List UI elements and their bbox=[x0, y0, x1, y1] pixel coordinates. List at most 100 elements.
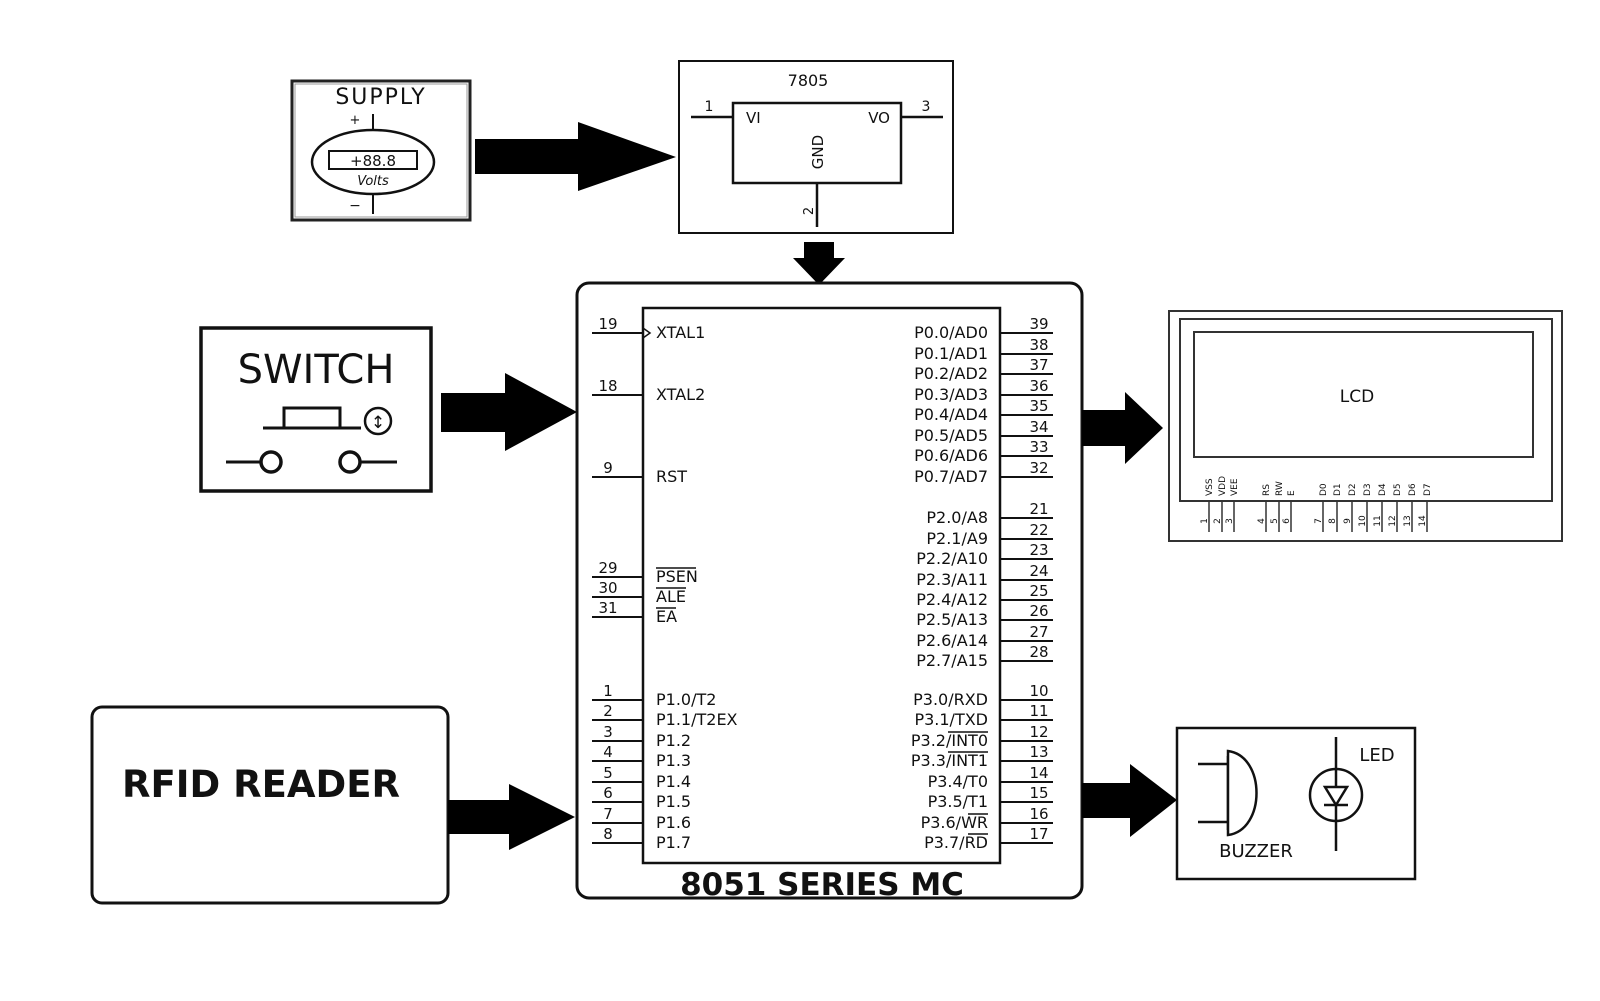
mcu-pin-name: P0.5/AD5 bbox=[914, 426, 988, 445]
regulator-gnd-label: GND bbox=[809, 135, 827, 169]
arrow-switch-to-mcu bbox=[441, 373, 577, 451]
mcu-pin-number: 34 bbox=[1029, 418, 1048, 436]
mcu-pin-number: 9 bbox=[603, 459, 613, 477]
regulator-part: 7805 bbox=[788, 71, 829, 90]
lcd-pin-name: D7 bbox=[1423, 483, 1433, 496]
mcu-pin-name: XTAL2 bbox=[656, 385, 705, 404]
mcu-pin-name: P2.7/A15 bbox=[916, 651, 988, 670]
rfid-title: RFID READER bbox=[122, 763, 400, 806]
supply-block: SUPPLY + +88.8 Volts − bbox=[290, 79, 472, 222]
mcu-pin-number: 26 bbox=[1029, 602, 1048, 620]
led-icon bbox=[1308, 737, 1364, 851]
mcu-pin-number: 29 bbox=[598, 559, 617, 577]
mcu-pin-name: P1.1/T2EX bbox=[656, 710, 738, 729]
mcu-pin-number: 30 bbox=[598, 579, 617, 597]
voltmeter-unit: Volts bbox=[357, 174, 389, 189]
mcu-pin-number: 38 bbox=[1029, 336, 1048, 354]
regulator-pin-in-name: VI bbox=[746, 109, 761, 127]
switch-right-contact bbox=[338, 450, 362, 474]
mcu-pin-number: 17 bbox=[1029, 825, 1048, 843]
arrow-supply-to-regulator bbox=[475, 122, 676, 191]
mcu-pin-number: 13 bbox=[1029, 743, 1048, 761]
mcu-pin-number: 23 bbox=[1029, 541, 1048, 559]
mcu-pin-name: P0.0/AD0 bbox=[914, 323, 988, 342]
mcu-pin-number: 7 bbox=[603, 805, 613, 823]
supply-plus-label: + bbox=[350, 113, 361, 128]
lcd-pin-name: D2 bbox=[1348, 483, 1358, 496]
mcu-right-pin-group: 39P0.0/AD038P0.1/AD137P0.2/AD236P0.3/AD3… bbox=[911, 315, 1053, 852]
lcd-pin-number: 4 bbox=[1257, 518, 1267, 524]
mcu-pin-number: 31 bbox=[598, 599, 617, 617]
mcu-pin-number: 27 bbox=[1029, 623, 1048, 641]
lcd-pin-number: 13 bbox=[1403, 515, 1413, 526]
lcd-pin-number: 5 bbox=[1270, 518, 1280, 524]
mcu-chip-body bbox=[641, 306, 1002, 865]
mcu-pin-number: 2 bbox=[603, 702, 613, 720]
mcu-pin-name: P3.4/T0 bbox=[928, 772, 988, 791]
lcd-pin-name: D1 bbox=[1333, 483, 1343, 496]
lcd-pin-number: 8 bbox=[1328, 518, 1338, 524]
mcu-pin-number: 22 bbox=[1029, 521, 1048, 539]
mcu-pin-number: 25 bbox=[1029, 582, 1048, 600]
mcu-pin-name: P3.6/WR bbox=[921, 813, 988, 832]
mcu-pin-number: 5 bbox=[603, 764, 613, 782]
supply-minus-label: − bbox=[349, 198, 361, 214]
mcu-pin-name: P2.6/A14 bbox=[916, 631, 988, 650]
voltmeter-display bbox=[328, 150, 418, 170]
mcu-pin-name: EA bbox=[656, 607, 677, 626]
arrow-rfid-to-mcu bbox=[448, 784, 575, 850]
lcd-pin-number: 6 bbox=[1282, 518, 1292, 524]
mcu-pin-name: XTAL1 bbox=[656, 323, 705, 342]
mcu-pin-name: P1.4 bbox=[656, 772, 691, 791]
pushbutton-cap bbox=[282, 406, 342, 430]
mcu-pin-number: 15 bbox=[1029, 784, 1048, 802]
lcd-pin-name: D4 bbox=[1378, 483, 1388, 496]
mcu-pin-name: P3.5/T1 bbox=[928, 792, 988, 811]
arrow-regulator-to-mcu bbox=[793, 242, 845, 285]
lcd-pin-number: 14 bbox=[1418, 515, 1428, 527]
lcd-pin-name: D3 bbox=[1363, 483, 1373, 496]
mcu-pin-number: 36 bbox=[1029, 377, 1048, 395]
lcd-pin-group: VSS1VDD2VEE3RS4RW5E6D07D18D29D310D411D51… bbox=[1200, 476, 1433, 532]
mcu-pin-number: 11 bbox=[1029, 702, 1048, 720]
switch-block: SWITCH ↕ bbox=[199, 326, 433, 493]
voltmeter-reading: +88.8 bbox=[350, 152, 396, 170]
mcu-pin-name: P2.2/A10 bbox=[916, 549, 988, 568]
mcu-pin-number: 3 bbox=[603, 723, 613, 741]
mcu-pin-name: P3.3/INT1 bbox=[911, 751, 988, 770]
lcd-screen bbox=[1193, 331, 1534, 458]
arrow-mcu-to-lcd bbox=[1082, 392, 1163, 464]
mcu-pin-name: P2.1/A9 bbox=[926, 529, 988, 548]
mcu-pin-number: 12 bbox=[1029, 723, 1048, 741]
pushbutton-toggle-symbol: ↕ bbox=[371, 413, 385, 433]
output-block: BUZZER LED bbox=[1175, 726, 1417, 881]
mcu-pin-number: 35 bbox=[1029, 397, 1048, 415]
lcd-pin-number: 12 bbox=[1388, 515, 1398, 526]
lcd-pin-name: D5 bbox=[1393, 483, 1403, 496]
mcu-pin-name: P2.3/A11 bbox=[916, 570, 988, 589]
regulator-body bbox=[731, 101, 903, 185]
mcu-pin-name: P2.0/A8 bbox=[926, 508, 988, 527]
switch-left-contact bbox=[259, 450, 283, 474]
regulator-pin-out-num: 3 bbox=[922, 99, 931, 115]
mcu-pin-name: P0.6/AD6 bbox=[914, 446, 988, 465]
mcu-pin-name: P1.2 bbox=[656, 731, 691, 750]
clock-marker-icon bbox=[642, 327, 652, 339]
mcu-pin-name: P0.7/AD7 bbox=[914, 467, 988, 486]
mcu-pin-number: 39 bbox=[1029, 315, 1048, 333]
mcu-pin-name: RST bbox=[656, 467, 687, 486]
lcd-pin-number: 9 bbox=[1343, 518, 1353, 524]
lcd-pin-name: D6 bbox=[1408, 483, 1418, 496]
regulator-gnd-num: 2 bbox=[802, 207, 817, 215]
lcd-title: LCD bbox=[1340, 387, 1374, 407]
mcu-pin-number: 10 bbox=[1029, 682, 1048, 700]
mcu-pin-number: 33 bbox=[1029, 438, 1048, 456]
mcu-pin-name: P3.7/RD bbox=[924, 833, 988, 852]
mcu-pin-name: P3.1/TXD bbox=[914, 710, 988, 729]
mcu-pin-name: P1.5 bbox=[656, 792, 691, 811]
lcd-block: LCD VSS1VDD2VEE3RS4RW5E6D07D18D29D310D41… bbox=[1168, 310, 1563, 542]
regulator-block: 7805 1 VI 3 VO GND 2 bbox=[678, 60, 954, 234]
